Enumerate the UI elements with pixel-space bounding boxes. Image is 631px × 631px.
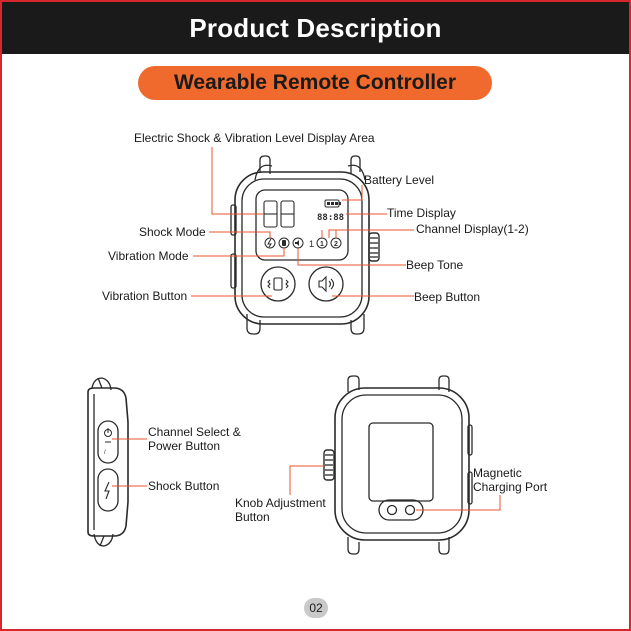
side-leader-lines xyxy=(112,438,147,487)
label-channel-display: Channel Display(1-2) xyxy=(416,222,529,236)
label-knob-line1: Knob Adjustment xyxy=(235,496,326,510)
label-beep-tone: Beep Tone xyxy=(406,258,464,272)
vibration-button-icon xyxy=(267,277,289,291)
label-time-display: Time Display xyxy=(387,206,456,220)
back-watch xyxy=(323,375,473,555)
label-shock-mode: Shock Mode xyxy=(139,225,206,239)
channel-2-indicator: 2 xyxy=(330,237,342,249)
subtitle-text: Wearable Remote Controller xyxy=(173,71,456,94)
page-title: Product Description xyxy=(189,12,442,43)
front-leader-lines xyxy=(191,147,414,297)
svg-text:/: / xyxy=(104,450,106,456)
channel-2-text: 2 xyxy=(334,241,338,248)
side-watch: / xyxy=(87,377,129,547)
label-channel-select-line1: Channel Select & xyxy=(148,425,241,439)
header-bar: Product Description xyxy=(2,2,629,54)
label-knob-line2: Button xyxy=(235,510,270,524)
vibration-mode-icon xyxy=(278,237,290,249)
label-vibration-button: Vibration Button xyxy=(102,289,188,303)
channel-1-text: 1 xyxy=(320,241,324,248)
label-magnetic-line1: Magnetic xyxy=(473,466,522,480)
shock-mode-icon xyxy=(264,237,276,249)
battery-icon xyxy=(324,199,341,208)
subtitle-pill: Wearable Remote Controller xyxy=(138,66,492,100)
screen-separator: 1 xyxy=(309,239,314,249)
beep-tone-icon xyxy=(292,237,304,249)
back-leader-lines xyxy=(289,465,501,511)
label-beep-button: Beep Button xyxy=(414,290,481,304)
channel-1-indicator: 1 xyxy=(316,237,328,249)
label-battery-level: Battery Level xyxy=(364,173,435,187)
label-shock-button: Shock Button xyxy=(148,479,220,493)
screen-content: 88:88 1 1 2 xyxy=(263,199,344,293)
beep-button-icon xyxy=(318,275,335,293)
front-watch xyxy=(230,155,380,335)
time-digits: 88:88 xyxy=(317,213,344,223)
label-channel-select-line2: Power Button xyxy=(148,439,221,453)
label-display-area: Electric Shock & Vibration Level Display… xyxy=(134,131,375,145)
page-number: 02 xyxy=(304,598,328,618)
label-magnetic-line2: Charging Port xyxy=(473,480,548,494)
label-vibration-mode: Vibration Mode xyxy=(108,249,189,263)
